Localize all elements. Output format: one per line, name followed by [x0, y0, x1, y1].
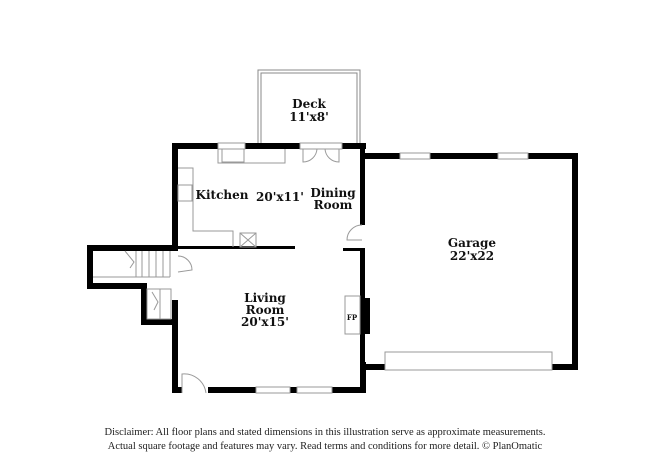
dining-name-2: Room: [314, 198, 353, 212]
fixtures: [93, 148, 363, 394]
deck-size: 11'x8': [289, 110, 329, 124]
walls: [87, 143, 578, 393]
disclaimer-line-1: Disclaimer: All floor plans and stated d…: [104, 427, 546, 438]
living-name-1: Living: [244, 291, 286, 305]
stairs: [93, 250, 172, 320]
living-name-2: Room: [246, 303, 285, 317]
kitchen-name: Kitchen: [196, 188, 249, 202]
windows: [217, 142, 553, 394]
kitchen-size: 20'x11': [256, 190, 304, 204]
disclaimer-line-2: Actual square footage and features may v…: [107, 441, 543, 452]
garage-size: 22'x22: [450, 249, 494, 263]
deck-name: Deck: [292, 97, 326, 111]
living-size: 20'x15': [241, 315, 289, 329]
dining-name-1: Dining: [310, 186, 356, 200]
fireplace-label: FP: [347, 313, 358, 322]
room-labels: Deck 11'x8' Kitchen 20'x11' Dining Room …: [196, 97, 497, 329]
garage-name: Garage: [448, 236, 497, 250]
